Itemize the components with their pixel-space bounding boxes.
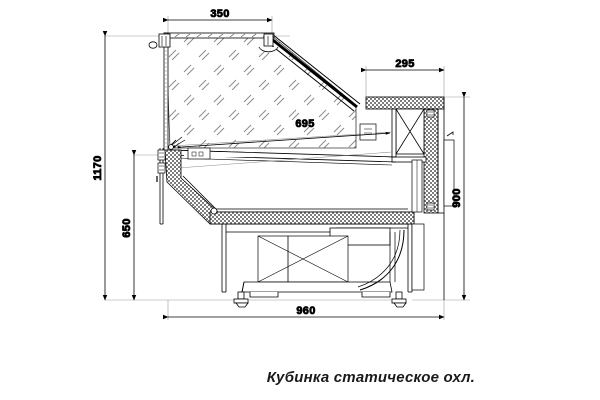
- dimension-295-label: 295: [395, 58, 414, 70]
- handle-detail: [446, 131, 454, 137]
- drawing-caption: Кубинка статическое охл.: [267, 369, 475, 386]
- tank-inner-outline: [182, 175, 408, 210]
- fastener-bottom-right: [426, 202, 435, 211]
- glass-left-post: [163, 32, 169, 152]
- right-side-rail: [443, 139, 455, 207]
- glass-hinge-right: [258, 33, 279, 53]
- leg-right: [391, 291, 407, 308]
- front-glass-panel: [165, 35, 357, 149]
- dimension-650-label: 650: [121, 218, 133, 237]
- left-outer-skin: [156, 148, 166, 225]
- dimension-350: 350: [162, 8, 273, 23]
- dimension-650: 650: [121, 149, 137, 301]
- dimension-960-label: 960: [296, 305, 315, 317]
- machine-compartment: [221, 224, 413, 293]
- floor-insulation-slab: [209, 211, 415, 225]
- dimension-350-label: 350: [210, 8, 229, 20]
- glass-slant-edge: [265, 33, 361, 112]
- dimension-695: 695: [177, 118, 391, 149]
- glass-top-rail: [163, 32, 275, 39]
- dimension-900: 900: [451, 91, 467, 301]
- drain-fitting: [210, 207, 218, 215]
- rear-upper-panel: [391, 108, 427, 163]
- dimension-960: 960: [162, 305, 445, 320]
- glass-seal-leader: [168, 136, 183, 150]
- dimension-900-label: 900: [451, 188, 463, 207]
- dimension-1170-label: 1170: [92, 155, 104, 180]
- dimension-295: 295: [360, 58, 445, 73]
- leg-left: [233, 291, 249, 308]
- fastener-top-right: [426, 109, 435, 118]
- top-insulation-slab: [365, 96, 445, 110]
- glass-hinge-left: [148, 33, 171, 49]
- deck-label-left: [187, 147, 211, 160]
- deck-label-right: [359, 123, 377, 141]
- deck-guide-lower: [177, 151, 393, 169]
- dimension-695-label: 695: [295, 118, 314, 130]
- foot-pad-left: [249, 292, 279, 298]
- dimension-1170: 1170: [92, 30, 108, 301]
- right-internal-column: [411, 159, 425, 291]
- foot-pad-right: [361, 292, 391, 298]
